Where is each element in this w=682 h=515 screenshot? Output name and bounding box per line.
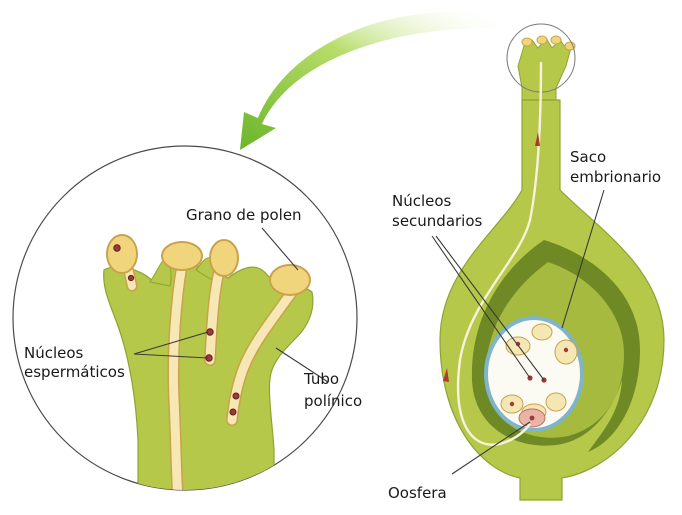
label-nucleos-secundarios-line2: secundarios bbox=[392, 212, 483, 230]
label-saco-embrionario-line2: embrionario bbox=[570, 168, 661, 186]
label-nucleos-secundarios-line1: Núcleos bbox=[392, 192, 452, 210]
label-oosfera: Oosfera bbox=[388, 484, 447, 502]
label-saco-embrionario-line1: Saco bbox=[570, 148, 606, 166]
label-tubo-polinico-line1: Tubo bbox=[303, 370, 339, 388]
label-nucleos-espermaticos-line2: espermáticos bbox=[24, 363, 125, 381]
pistil bbox=[440, 24, 664, 500]
label-tubo-polinico-line2: polínico bbox=[304, 392, 362, 410]
label-nucleos-espermaticos-line1: Núcleos bbox=[24, 344, 84, 362]
zoom-arrow bbox=[240, 12, 500, 150]
zoom-circle bbox=[13, 146, 357, 500]
label-grano-de-polen: Grano de polen bbox=[186, 206, 302, 224]
